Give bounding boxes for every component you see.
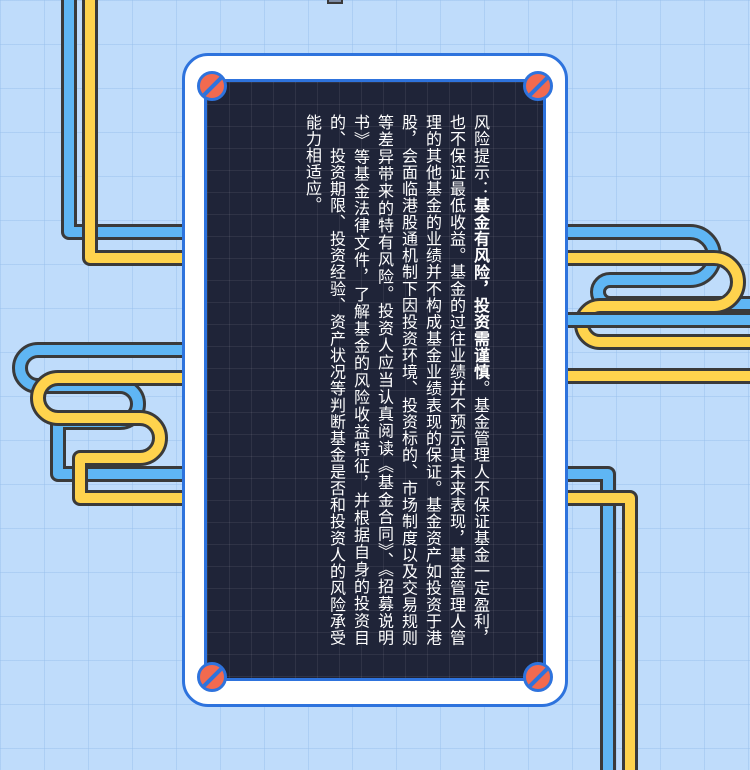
screw-icon — [523, 71, 553, 101]
risk-body: 。基金管理人不保证基金一定盈利，也不保证最低收益。基金的过往业绩并不预示其未来表… — [303, 114, 490, 646]
pipe-left-yellow-serpentine — [30, 370, 190, 506]
risk-warning-bold-2: 投资需谨慎 — [471, 296, 490, 381]
pipe-right-blue-loop — [560, 224, 750, 312]
screw-icon — [197, 71, 227, 101]
risk-warning-bold-1: 基金有风险， — [471, 197, 490, 297]
screw-icon — [197, 662, 227, 692]
notice-panel — [204, 79, 546, 681]
pipe-bottom-right-yellow — [560, 490, 638, 770]
risk-disclosure-text: 风险提示：基金有风险，投资需谨慎。基金管理人不保证基金一定盈利，也不保证最低收益… — [256, 114, 492, 646]
pipe-right-yellow-loop — [560, 250, 750, 350]
top-hanger-mark — [327, 0, 343, 4]
pipe-top-left-yellow — [82, 0, 190, 266]
pipe-bottom-right-blue — [560, 466, 616, 770]
screw-icon — [523, 662, 553, 692]
risk-prefix: 风险提示： — [471, 114, 490, 198]
pipe-top-left-blue — [61, 0, 190, 240]
